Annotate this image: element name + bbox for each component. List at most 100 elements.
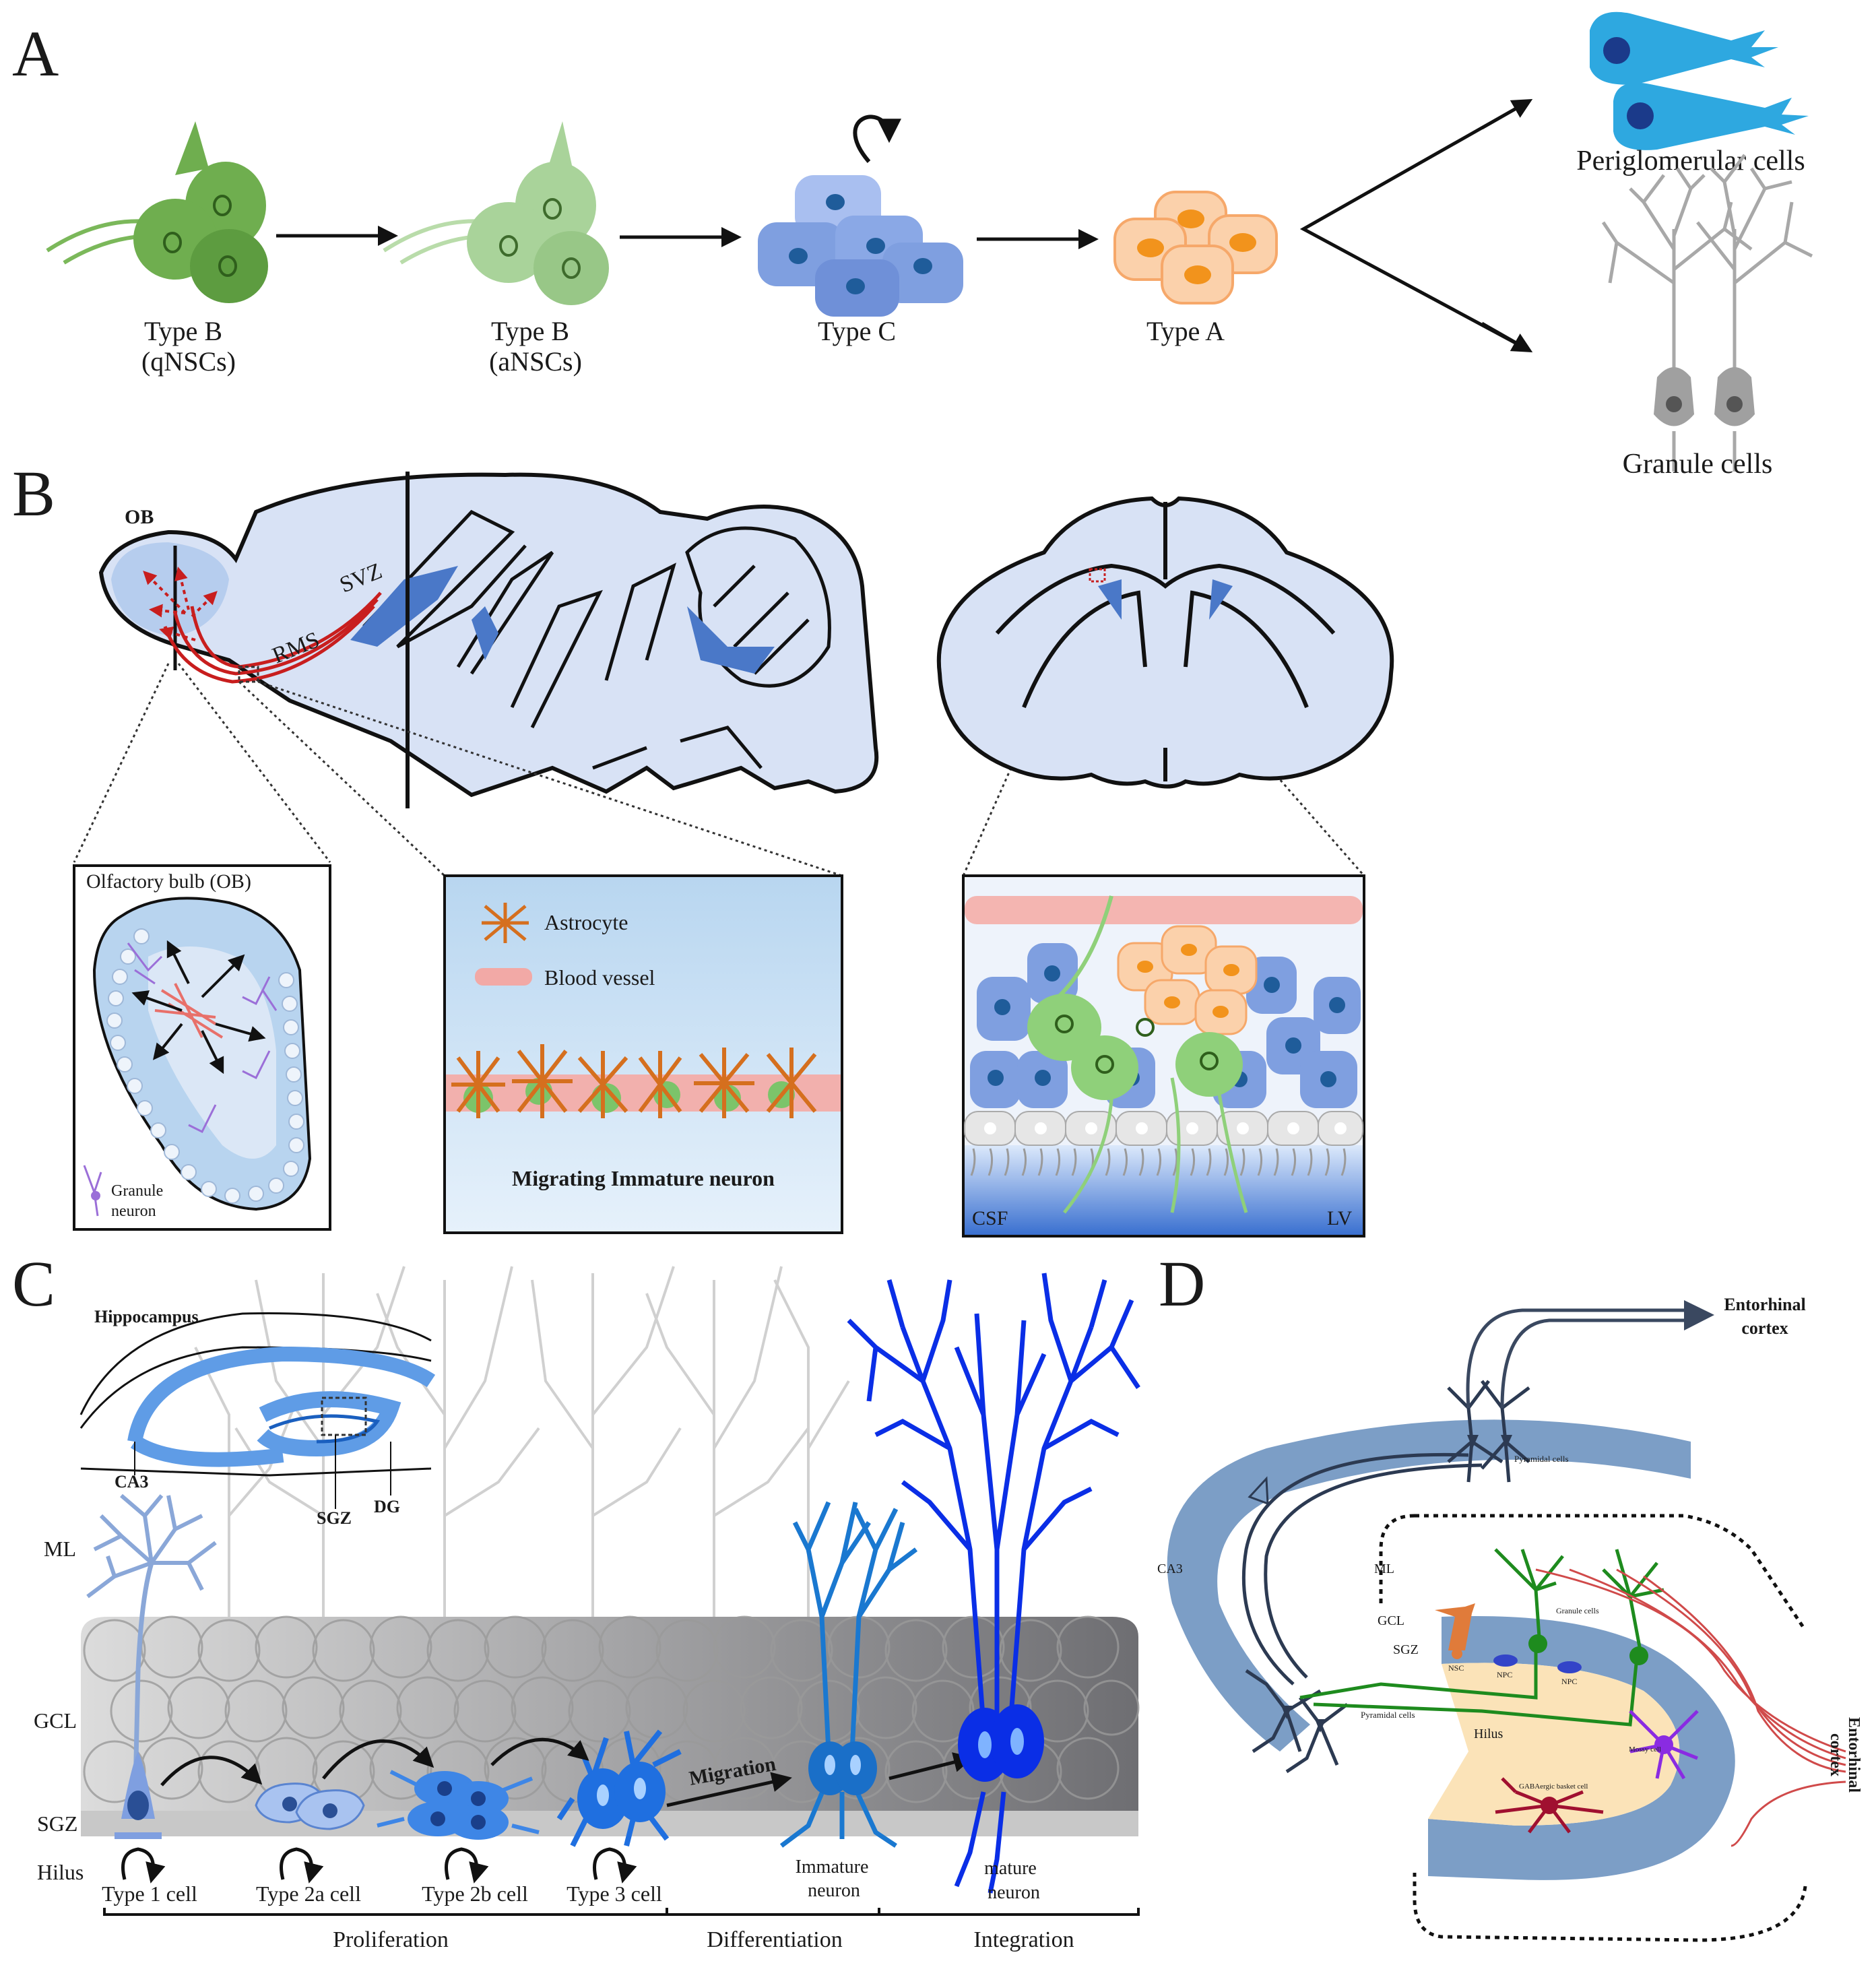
d-gaba-cell bbox=[1495, 1777, 1604, 1834]
hippocampus-inset: Hippocampus CA3 SGZ DG bbox=[79, 1307, 436, 1528]
dentate-gyrus bbox=[1428, 1616, 1735, 1880]
ob-inset-title: Olfactory bulb (OB) bbox=[86, 870, 251, 893]
layer-gcl-label: GCL bbox=[34, 1708, 77, 1733]
panel-d-letter: D bbox=[1159, 1248, 1205, 1320]
hilus-region bbox=[1428, 1663, 1680, 1826]
d-nsc-label: NSC bbox=[1448, 1663, 1464, 1673]
type-c-cells bbox=[758, 115, 963, 317]
type-a-cells bbox=[1113, 191, 1278, 304]
ec-projection bbox=[1466, 1308, 1691, 1409]
d-npc2-label: NPC bbox=[1561, 1677, 1577, 1686]
cell-label-type2b: Type 2b cell bbox=[422, 1882, 528, 1906]
panel-a-letter: A bbox=[12, 18, 59, 90]
ec-arrow bbox=[1684, 1300, 1714, 1330]
ob-label: OB bbox=[125, 506, 154, 528]
phase-differentiation: Differentiation bbox=[707, 1927, 842, 1952]
csf-label: CSF bbox=[972, 1207, 1008, 1229]
layer-ml-label: ML bbox=[44, 1537, 76, 1561]
d-pyramidal-bottom-label: Pyramidal cells bbox=[1361, 1710, 1415, 1720]
d-mossy-cell bbox=[1629, 1710, 1699, 1780]
integration-arrow bbox=[888, 1752, 974, 1780]
hippo-zoom-box bbox=[321, 1396, 367, 1436]
stage-label-3: Type C bbox=[818, 316, 896, 346]
coronal-ventricle-left bbox=[1098, 579, 1122, 620]
ec-side-line1: Entorhinal bbox=[1845, 1717, 1863, 1793]
periglomerular-cells bbox=[1590, 11, 1809, 150]
ca-region bbox=[1167, 1419, 1691, 1751]
cell-label-type2a: Type 2a cell bbox=[256, 1882, 361, 1906]
migration-arrow bbox=[666, 1772, 792, 1807]
coronal-ventricle-right bbox=[1209, 579, 1233, 620]
d-gcl-label: GCL bbox=[1378, 1613, 1404, 1628]
stage-label-2: Type B bbox=[491, 316, 569, 346]
blood-vessel-legend-icon bbox=[475, 968, 532, 986]
type-b-ansc-cells bbox=[383, 121, 609, 305]
hippo-sgz-label: SGZ bbox=[317, 1508, 352, 1528]
type2a-cells bbox=[255, 1782, 365, 1830]
d-gaba-label: GABAergic basket cell bbox=[1519, 1782, 1588, 1791]
type3-cells bbox=[556, 1729, 682, 1847]
stage-label-1: Type B bbox=[144, 316, 222, 346]
hippocampus-title: Hippocampus bbox=[94, 1307, 199, 1326]
stage-sub-1: (qNSCs) bbox=[141, 346, 236, 377]
type1-cell bbox=[86, 1493, 217, 1839]
rms-zoom-box bbox=[238, 666, 259, 683]
cilia bbox=[970, 1148, 1347, 1176]
lv-label: LV bbox=[1327, 1207, 1353, 1229]
hippocampal-boundary bbox=[1379, 1514, 1807, 1942]
panel-d: D Entorhinal cortex CA3 Pyramidal cells bbox=[1157, 1248, 1863, 1942]
hippo-ca3-label: CA3 bbox=[115, 1472, 149, 1491]
panel-b-letter: B bbox=[12, 457, 55, 529]
rms-astrocytes bbox=[451, 1044, 817, 1118]
ob-legend-line2: neuron bbox=[111, 1202, 156, 1220]
progression-arcs bbox=[160, 1737, 589, 1787]
panel-c-letter: C bbox=[12, 1248, 55, 1320]
cell-label-type1: Type 1 cell bbox=[102, 1882, 197, 1906]
astrocyte-legend-icon bbox=[482, 903, 529, 943]
perforant-path bbox=[1535, 1568, 1846, 1847]
lateral-ventricle-sag bbox=[350, 566, 458, 647]
inset-svz: CSF LV bbox=[962, 874, 1365, 1237]
stage-label-4: Type A bbox=[1146, 316, 1225, 346]
granule-label: Granule cells bbox=[1623, 449, 1773, 480]
ec-top-line1: Entorhinal bbox=[1724, 1295, 1805, 1314]
immature-somas bbox=[808, 1741, 877, 1795]
panel-a: A Type B (qNSCs) Type B bbox=[12, 11, 1813, 480]
svz-type-b bbox=[1027, 895, 1248, 1214]
granule-cells bbox=[1601, 154, 1813, 472]
rms-caption: Migrating Immature neuron bbox=[512, 1166, 775, 1190]
immature-label-2: neuron bbox=[808, 1880, 860, 1901]
mature-somas bbox=[958, 1704, 1044, 1782]
ob-legend-line1: Granule bbox=[111, 1182, 163, 1200]
d-mossy-label: Mossy cell bbox=[1629, 1745, 1661, 1754]
ob-migration-arrows bbox=[143, 567, 218, 641]
mature-neuron bbox=[847, 1273, 1140, 1894]
inset-rms: Astrocyte Blood vessel Migrating Immatur… bbox=[443, 874, 843, 1234]
stage-sub-2: (aNSCs) bbox=[489, 346, 582, 377]
immature-label-1: Immature bbox=[796, 1857, 869, 1877]
type2b-cells bbox=[377, 1770, 540, 1840]
immature-neuron bbox=[779, 1501, 918, 1848]
branch-arrows bbox=[1299, 99, 1530, 352]
d-npc1-label: NPC bbox=[1497, 1670, 1512, 1679]
ventricle-cerebellum bbox=[687, 606, 775, 674]
inset-olfactory-bulb: Olfactory bulb (OB) bbox=[73, 864, 331, 1231]
ec-top-line2: cortex bbox=[1741, 1318, 1788, 1338]
d-npc2 bbox=[1557, 1661, 1582, 1673]
ependymal-cells bbox=[964, 1111, 1363, 1146]
type-b-qnsc-cells bbox=[46, 121, 268, 303]
branch-arrow-down bbox=[1481, 321, 1533, 352]
d-nsc bbox=[1435, 1603, 1475, 1659]
phase-integration: Integration bbox=[973, 1927, 1074, 1952]
mossy-fiber-paths bbox=[1241, 1452, 1483, 1685]
blood-vessel-label: Blood vessel bbox=[544, 965, 655, 990]
granule-somas bbox=[1654, 367, 1755, 426]
d-hilus-label: Hilus bbox=[1474, 1727, 1503, 1741]
ventricle-mid bbox=[472, 606, 498, 660]
mature-label-2: neuron bbox=[988, 1882, 1040, 1903]
mature-label-1: mature bbox=[984, 1858, 1037, 1879]
cell-label-type3: Type 3 cell bbox=[567, 1882, 662, 1906]
coronal-brain bbox=[936, 496, 1394, 789]
hippo-dg-label: DG bbox=[374, 1497, 400, 1516]
